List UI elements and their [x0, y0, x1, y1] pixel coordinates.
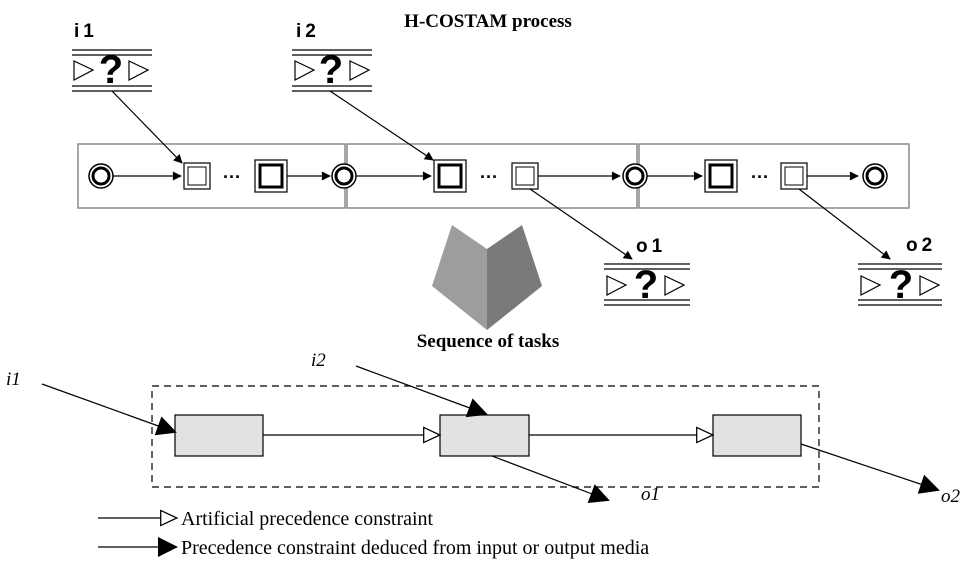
left-triangle-icon — [73, 60, 95, 81]
deduced-edge-o1 — [491, 455, 610, 503]
task-square-bold-icon — [704, 159, 738, 193]
ellipsis: ··· — [480, 167, 498, 187]
question-mark-icon: ? — [319, 48, 343, 92]
ellipsis: ··· — [223, 167, 241, 187]
question-mark-icon: ? — [99, 48, 123, 92]
legend-artificial-label: Artificial precedence constraint — [181, 508, 434, 530]
junction-circle-icon — [622, 163, 648, 189]
start-circle-icon — [88, 163, 114, 189]
legend: Artificial precedence constraint Precede… — [98, 508, 649, 559]
task-box-2 — [439, 414, 530, 457]
task-box-3 — [712, 414, 802, 457]
left-triangle-icon — [294, 60, 316, 81]
output-label-o1: o1 — [636, 236, 666, 257]
output-medium-o1: o1 ? — [604, 236, 690, 307]
task-square-icon — [511, 162, 539, 190]
transition-label: Sequence of tasks — [417, 331, 560, 352]
output-edge-o2 — [798, 188, 891, 260]
end-circle-icon — [862, 163, 888, 189]
diagram-title: H-COSTAM process — [404, 11, 572, 32]
sequence-label-i2: i2 — [311, 350, 326, 371]
right-triangle-icon — [349, 60, 371, 81]
ellipsis: ··· — [751, 167, 769, 187]
sequence-label-o1: o1 — [641, 484, 660, 505]
right-triangle-icon — [664, 275, 686, 296]
right-triangle-icon — [919, 275, 941, 296]
question-mark-icon: ? — [634, 263, 658, 307]
output-label-o2: o2 — [906, 235, 936, 256]
input-medium-i1: i1 ? — [72, 21, 152, 92]
output-medium-o2: o2 ? — [858, 235, 942, 307]
input-label-i1: i1 — [74, 21, 98, 42]
task-box-1 — [174, 414, 264, 457]
task-square-bold-icon — [433, 159, 467, 193]
deduced-edge-i1 — [41, 383, 177, 436]
right-triangle-icon — [128, 60, 150, 81]
junction-circle-icon — [331, 163, 357, 189]
question-mark-icon: ? — [889, 263, 913, 307]
output-edge-o1 — [529, 188, 633, 260]
deduced-edge-i2 — [355, 365, 488, 418]
input-label-i2: i2 — [296, 21, 320, 42]
task-square-icon — [183, 162, 211, 190]
sequence-label-i1: i1 — [6, 369, 21, 390]
input-edge-i2 — [329, 90, 434, 161]
sequence-label-o2: o2 — [941, 486, 961, 507]
legend-deduced-label: Precedence constraint deduced from input… — [181, 537, 649, 559]
left-triangle-icon — [860, 275, 882, 296]
input-medium-i2: i2 ? — [292, 21, 372, 92]
input-edge-i1 — [111, 90, 183, 164]
deduced-edge-o2 — [800, 443, 940, 494]
task-square-bold-icon — [254, 159, 288, 193]
left-triangle-icon — [606, 275, 628, 296]
transformation-arrow-icon — [432, 225, 542, 330]
task-square-icon — [780, 162, 808, 190]
